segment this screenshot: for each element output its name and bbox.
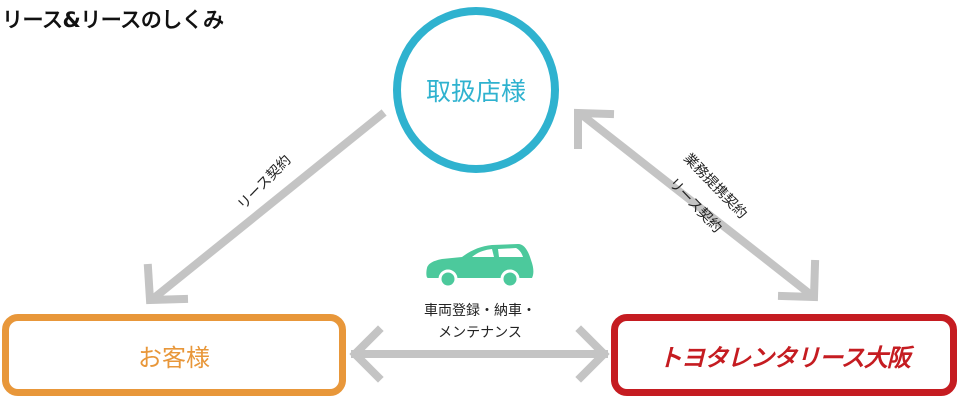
company-logo-text: トヨタレンタリース大阪 <box>658 343 911 372</box>
edge-label-customer-company-line2: メンテナンス <box>438 325 522 341</box>
customer-node: お客様 <box>2 314 346 396</box>
edge-label-customer-company: 車両登録・納車・ メンテナンス <box>424 300 536 344</box>
arrow-customer-company <box>349 325 610 383</box>
car-icon <box>426 244 534 288</box>
dealer-label: 取扱店様 <box>425 77 526 106</box>
arrow-dealer-to-customer <box>143 109 387 305</box>
page-title: リース&リースのしくみ <box>2 8 224 32</box>
company-node: トヨタレンタリース大阪 <box>611 314 957 396</box>
edge-label-customer-company-line1: 車両登録・納車・ <box>424 303 536 319</box>
customer-label: お客様 <box>138 343 210 372</box>
arrow-dealer-company <box>574 108 820 302</box>
dealer-node: 取扱店様 <box>393 7 559 173</box>
